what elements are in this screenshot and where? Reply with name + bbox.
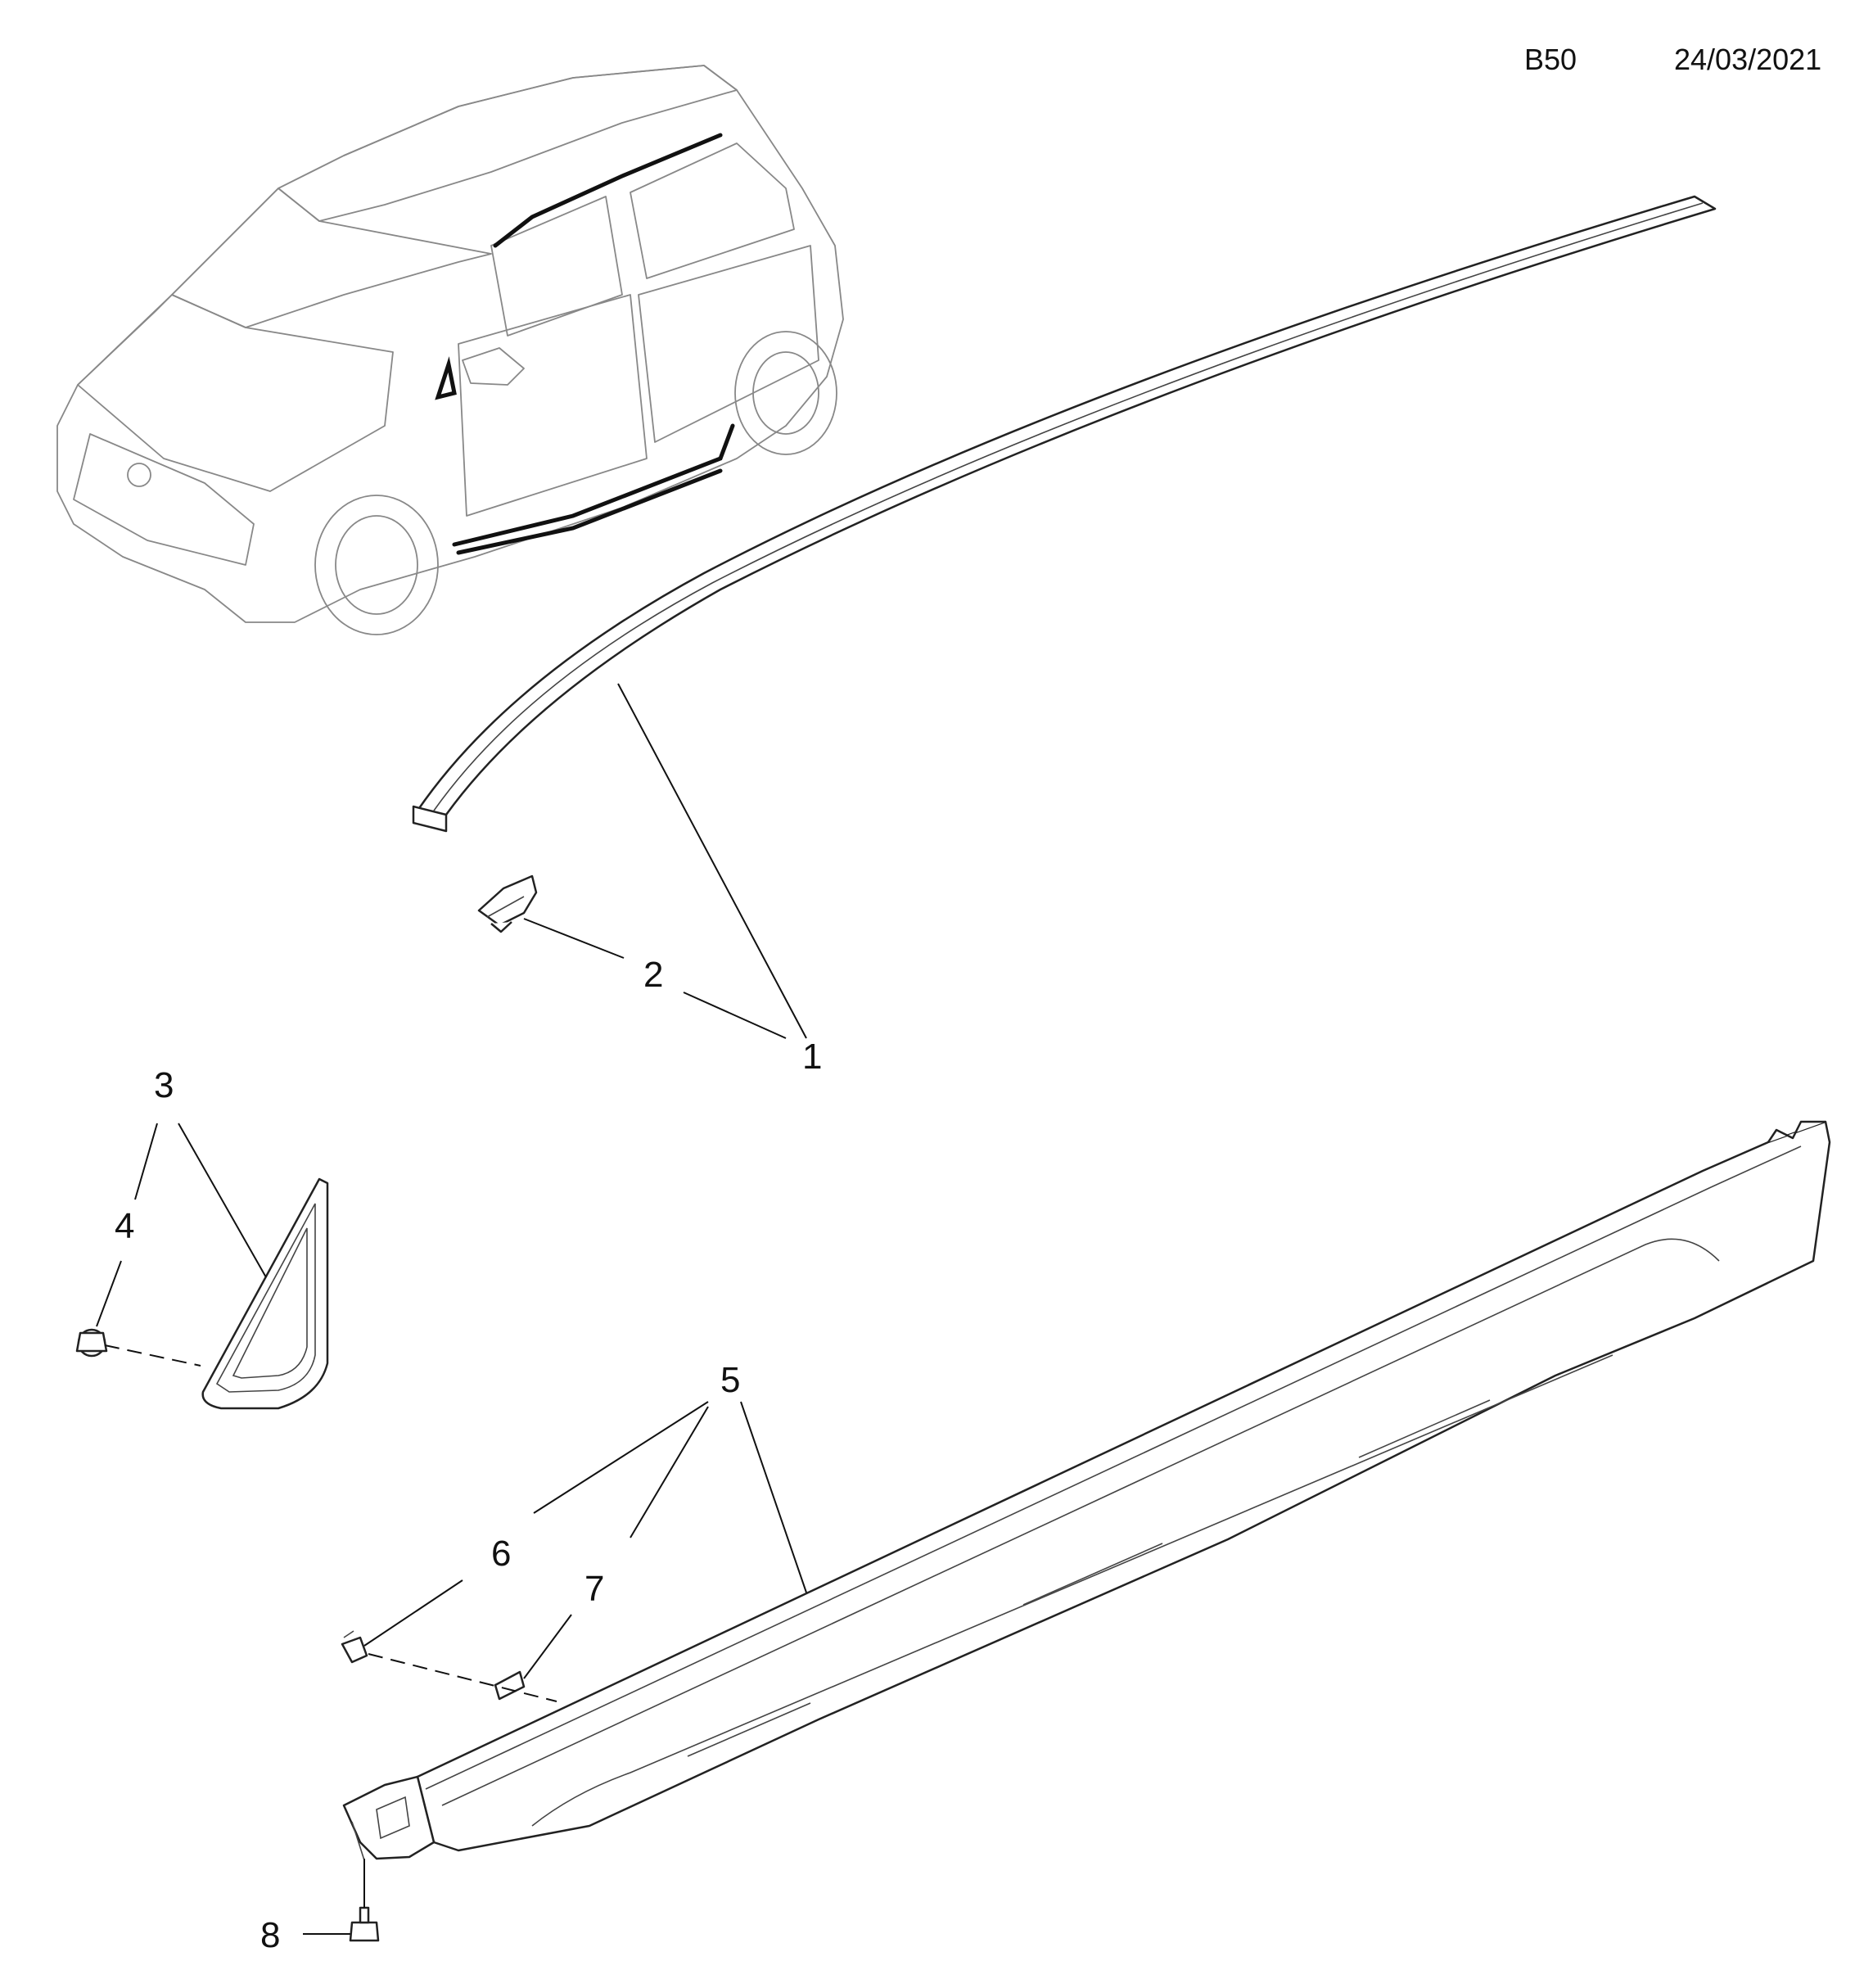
screw-part — [349, 1906, 380, 1942]
side-sill-moulding-part — [342, 1120, 1831, 1861]
car-roof-moulding-highlight — [493, 133, 723, 248]
sill-clip-part — [341, 1630, 368, 1664]
car-sill-highlight — [452, 423, 735, 547]
callout-4: 4 — [115, 1206, 134, 1246]
car-sill-lower-highlight — [456, 468, 723, 555]
callout-7: 7 — [584, 1569, 604, 1609]
callout-1: 1 — [802, 1037, 822, 1077]
push-nut-part — [75, 1328, 108, 1358]
callout-5: 5 — [720, 1360, 740, 1400]
roof-clip-part — [477, 874, 538, 933]
diagram-date: 24/03/2021 — [1674, 43, 1822, 76]
callout-2: 2 — [643, 955, 663, 995]
leader-lines — [96, 683, 807, 1935]
callout-8: 8 — [260, 1915, 280, 1955]
mirror-trim-part — [201, 1177, 329, 1410]
car-overview-illustration — [56, 65, 844, 635]
roof-moulding-part — [412, 195, 1717, 833]
sill-retainer-part — [494, 1670, 526, 1701]
callout-6: 6 — [491, 1534, 511, 1574]
callout-3: 3 — [154, 1065, 174, 1105]
car-mirror-trim-highlight — [435, 356, 457, 400]
diagram-code: B50 — [1524, 43, 1577, 76]
